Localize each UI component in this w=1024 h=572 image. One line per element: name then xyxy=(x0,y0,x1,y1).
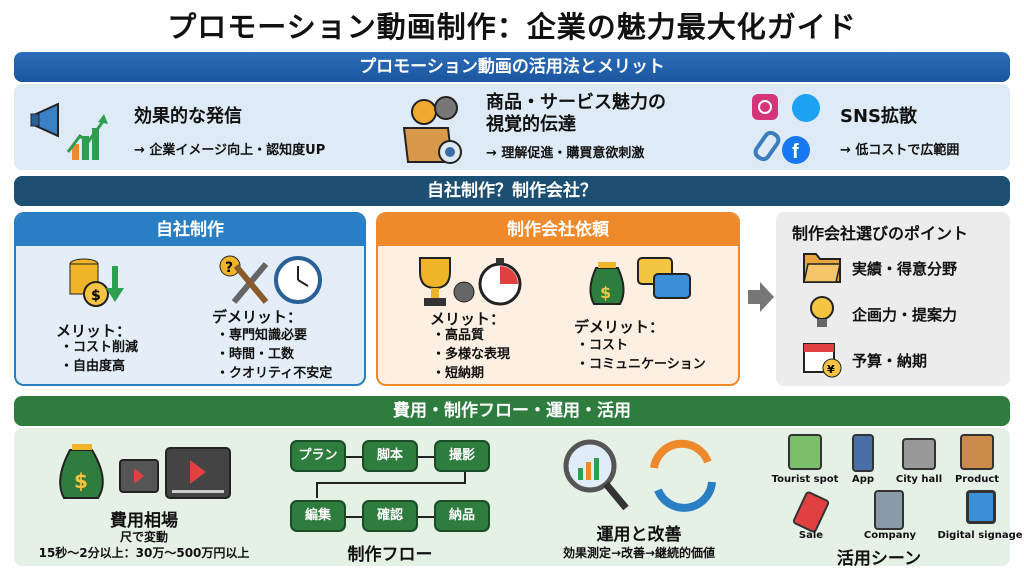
flow-step: 納品 xyxy=(434,500,490,532)
moneybag-chat-icon: $ xyxy=(584,254,694,310)
list-item: ・自由度高 xyxy=(60,359,126,374)
flow-arrow xyxy=(346,456,362,458)
section-banner-uses: プロモーション動画の活用法とメリット xyxy=(14,52,1010,82)
scenes-title: 活用シーン xyxy=(836,549,922,569)
item-title: SNS拡散 xyxy=(840,106,917,127)
flow-arrow xyxy=(418,456,434,458)
scene-label: City hall xyxy=(895,474,943,485)
item-title: 商品・サービス魅力の視覚的伝達 xyxy=(486,92,666,136)
demerit-list: ・コスト・コミュニケーション xyxy=(576,336,706,374)
scene-label: Product xyxy=(954,474,1000,485)
cost-flow-panel: $ 費用相場 尺で変動 15秒〜2分以上：30万〜500万円以上 プラン 脚本 … xyxy=(14,428,1023,569)
selection-points-panel: 制作会社選びのポイント 実績・得意分野 企画力・提案力 ¥ 予算・納期 xyxy=(776,212,1010,386)
flow-step: 撮影 xyxy=(434,440,490,472)
points-title: 制作会社選びのポイント xyxy=(792,224,969,243)
list-item: ・クオリティ不安定 xyxy=(216,366,333,381)
digital-signage-icon xyxy=(966,490,996,524)
svg-text:¥: ¥ xyxy=(827,363,835,376)
merit-list: ・コスト削減・自由度高 xyxy=(60,338,138,376)
svg-text:$: $ xyxy=(600,283,611,302)
merit-list: ・高品質・多様な表現・短納期 xyxy=(432,326,510,383)
inhouse-box: 自社制作 $ ? メリット： ・コスト削減・自由度高 デメリット： ・専門知識必… xyxy=(14,212,366,386)
item-desc: → 企業イメージ向上・認知度UP xyxy=(134,143,326,158)
svg-text:$: $ xyxy=(91,288,101,304)
tools-clock-icon: ? xyxy=(216,254,326,308)
page-title: プロモーション動画制作：企業の魅力最大化ガイド xyxy=(167,10,857,44)
sale-tag-icon xyxy=(791,490,831,534)
city-hall-icon xyxy=(902,438,936,470)
uses-panel: 効果的な発信 → 企業イメージ向上・認知度UP 商品・サービス魅力の視覚的伝達 … xyxy=(14,84,1010,170)
list-item: ・コスト xyxy=(576,338,629,353)
flow-step: 確認 xyxy=(362,500,418,532)
demerit-list: ・専門知識必要・時間・工数・クオリティ不安定 xyxy=(216,326,332,383)
list-item: ・高品質 xyxy=(432,328,485,343)
cost-line2: 15秒〜2分以上：30万〜500万円以上 xyxy=(38,546,250,560)
merit-label: メリット： xyxy=(56,322,132,340)
cost-title: 費用相場 xyxy=(110,511,178,531)
scene-label: Company xyxy=(863,530,917,541)
ops-desc: 効果測定→改善→継続的価値 xyxy=(562,546,716,560)
analytics-refresh-icon xyxy=(562,438,722,514)
flow-connector xyxy=(316,472,466,484)
section-banner-cost-flow: 費用・制作フロー・運用・活用 xyxy=(14,396,1010,426)
demerit-label: デメリット： xyxy=(574,318,665,336)
flow-title: 制作フロー xyxy=(347,545,433,565)
merit-label: メリット： xyxy=(430,310,506,328)
svg-text:f: f xyxy=(792,141,799,163)
section-banner-compare: 自社制作？制作会社？ xyxy=(14,176,1010,206)
agency-title: 制作会社依頼 xyxy=(378,214,738,246)
point-item: 予算・納期 xyxy=(852,352,928,370)
scene-label: App xyxy=(851,474,875,485)
svg-text:?: ? xyxy=(225,260,233,276)
item-desc: → 低コストで広範囲 xyxy=(840,143,960,158)
lightbulb-icon xyxy=(804,292,840,332)
list-item: ・多様な表現 xyxy=(432,347,511,362)
app-phone-icon xyxy=(852,434,874,472)
flow-step: 脚本 xyxy=(362,440,418,472)
company-building-icon xyxy=(874,490,904,530)
item-desc: → 理解促進・購買意欲刺激 xyxy=(486,146,645,161)
item-title: 効果的な発信 xyxy=(134,106,242,127)
point-item: 企画力・提案力 xyxy=(852,306,958,324)
scene-label: Tourist spot xyxy=(771,474,839,485)
arrow-right-icon xyxy=(748,282,774,312)
ops-title: 運用と改善 xyxy=(596,525,682,545)
scene-label: Sale xyxy=(798,530,824,541)
flow-arrow xyxy=(346,516,362,518)
list-item: ・時間・工数 xyxy=(216,347,295,362)
moneybag-video-icon: $ xyxy=(54,436,244,502)
coins-down-icon: $ xyxy=(66,254,136,308)
social-share-icon: f xyxy=(750,92,834,166)
svg-text:$: $ xyxy=(74,469,88,493)
list-item: ・短納期 xyxy=(432,366,485,381)
cost-line1: 尺で変動 xyxy=(119,530,168,544)
agency-box: 制作会社依頼 $ メリット： ・高品質・多様な表現・短納期 デメリット： ・コス… xyxy=(376,212,740,386)
scene-label: Digital signage xyxy=(937,530,1023,541)
list-item: ・専門知識必要 xyxy=(216,328,308,343)
item-title-line: 商品・サービス魅力の xyxy=(486,92,666,113)
demerit-label: デメリット： xyxy=(212,308,303,326)
megaphone-growth-icon xyxy=(28,92,118,164)
point-item: 実績・得意分野 xyxy=(852,260,958,278)
product-box-icon xyxy=(960,434,994,470)
list-item: ・コミュニケーション xyxy=(576,357,706,372)
item-title-line: 視覚的伝達 xyxy=(486,114,576,135)
tourist-spot-icon xyxy=(788,434,822,470)
flow-connector xyxy=(316,484,318,498)
trophy-stopwatch-icon xyxy=(414,254,524,310)
list-item: ・コスト削減 xyxy=(60,340,139,355)
flow-step: プラン xyxy=(290,440,346,472)
inhouse-title: 自社制作 xyxy=(16,214,364,246)
box-gears-eye-icon xyxy=(386,92,476,166)
folder-icon xyxy=(802,250,842,284)
flow-step: 編集 xyxy=(290,500,346,532)
calendar-yen-icon: ¥ xyxy=(802,338,842,378)
flow-arrow xyxy=(418,516,434,518)
